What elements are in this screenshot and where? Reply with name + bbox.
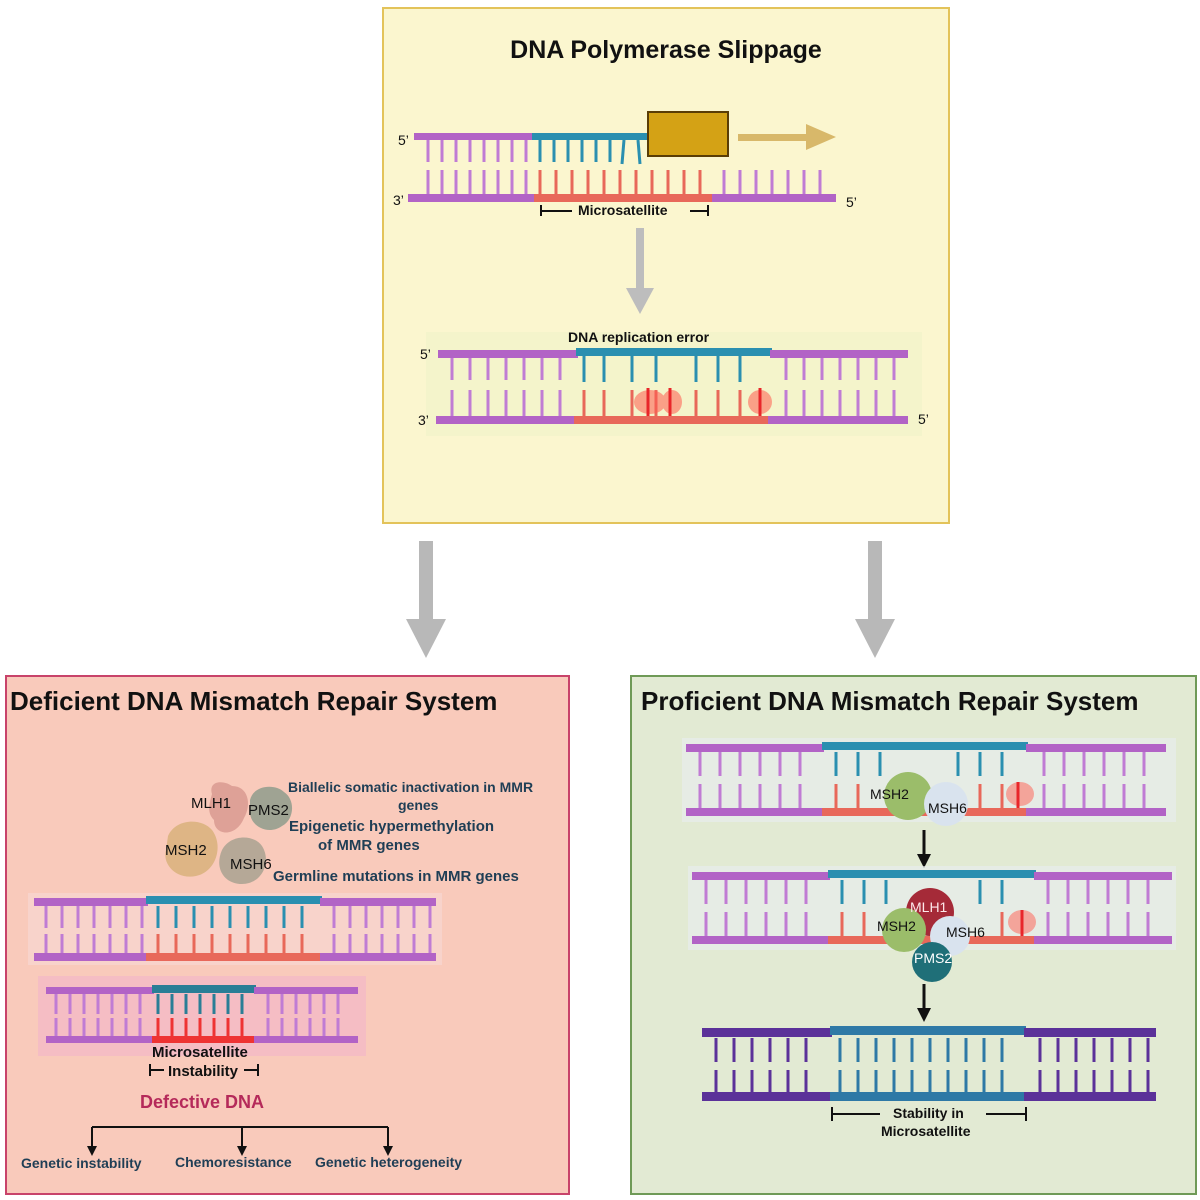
cause-epigenetic-line1: Epigenetic hypermethylation (289, 818, 495, 835)
lower-3prime-label: 3’ (418, 412, 429, 428)
lower-5prime-label: 5’ (420, 346, 431, 362)
deficient-mmr-title: Deficient DNA Mismatch Repair System (10, 686, 498, 716)
msh6-label: MSH6 (230, 856, 272, 873)
polymerase-slippage-panel (382, 7, 950, 524)
upper-dna-ladder (408, 133, 836, 202)
defective-dna-label: Defective DNA (140, 1092, 265, 1112)
step-arrow-1 (917, 830, 931, 868)
step2-pms2-label: PMS2 (914, 950, 953, 966)
stability-label-line2: Microsatellite (881, 1123, 971, 1139)
outcome-tree (91, 1126, 389, 1148)
outcome-genetic-instability: Genetic instability (21, 1155, 142, 1171)
upper-5prime-end-label: 5’ (846, 194, 857, 210)
outcome-genetic-heterogeneity: Genetic heterogeneity (315, 1154, 463, 1170)
outcome-chemoresistance: Chemoresistance (175, 1154, 292, 1170)
msi-dna-ladder (46, 985, 358, 1043)
msi-bracket (149, 1064, 259, 1076)
step2-msh6-label: MSH6 (946, 924, 985, 940)
mmr-full-complex (882, 888, 970, 982)
upper-5prime-label: 5’ (398, 132, 409, 148)
down-arrow-left (406, 541, 446, 658)
stability-label-line1: Stability in (893, 1105, 964, 1121)
upper-3prime-label: 3’ (393, 192, 404, 208)
mlh1-label: MLH1 (191, 795, 232, 812)
outcome-arrowheads (87, 1146, 393, 1156)
msi-label-line2: Instability (168, 1063, 239, 1080)
microsatellite-bracket (540, 205, 709, 216)
msi-label-line1: Microsatellite (152, 1044, 248, 1061)
down-arrow-small (626, 228, 654, 314)
polymerase-slippage-title: DNA Polymerase Slippage (510, 36, 822, 64)
cause-biallelic-line2: genes (398, 797, 439, 813)
step1-msh2-label: MSH2 (870, 786, 909, 802)
step1-msh6-label: MSH6 (928, 800, 967, 816)
stability-bracket (831, 1107, 1027, 1121)
repaired-dna-ladder (702, 1026, 1156, 1101)
msh2-msh6-complex (884, 772, 968, 826)
step2-mlh1-label: MLH1 (910, 899, 948, 915)
cause-biallelic-line1: Biallelic somatic inactivation in MMR (288, 779, 534, 795)
cause-germline: Germline mutations in MMR genes (273, 868, 519, 885)
cause-epigenetic-line2: of MMR genes (318, 837, 420, 854)
lower-dna-ladder (436, 348, 908, 424)
pms2-label: PMS2 (248, 802, 289, 819)
inactive-protein-cluster (165, 782, 293, 884)
defective-dna-ladder (34, 896, 436, 961)
replication-error-label: DNA replication error (568, 329, 710, 345)
msh2-label: MSH2 (165, 842, 207, 859)
lower-5prime-end-label: 5’ (918, 411, 929, 427)
proficient-mmr-title: Proficient DNA Mismatch Repair System (641, 686, 1139, 716)
step-arrow-2 (917, 984, 931, 1022)
down-arrow-right (855, 541, 895, 658)
polymerase-box (647, 111, 729, 157)
microsatellite-label: Microsatellite (578, 202, 668, 218)
polymerase-direction-arrow (738, 124, 836, 150)
step2-msh2-label: MSH2 (877, 918, 916, 934)
